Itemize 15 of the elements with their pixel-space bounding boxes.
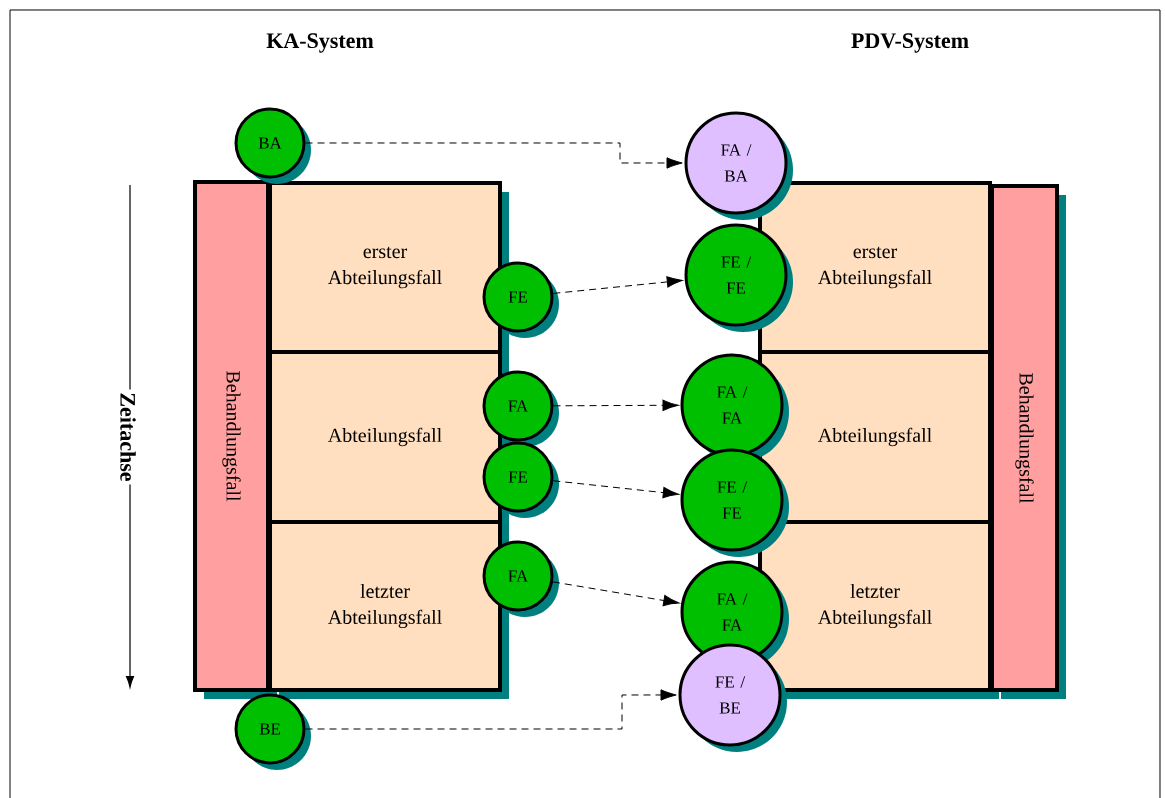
bar: Behandlungsfall [193, 180, 277, 699]
axis-label: Zeitachse [117, 389, 139, 485]
arrow [305, 689, 677, 730]
arrow [552, 581, 680, 607]
heading: KA-System [266, 33, 374, 53]
arrow [553, 399, 679, 411]
process-box: letzter Abteilungsfall [268, 520, 509, 699]
arrow [305, 142, 683, 169]
process-box: Abteilungsfall [268, 350, 509, 531]
heading: PDV-System [851, 33, 969, 53]
arrow [552, 480, 679, 499]
process-box: letzter Abteilungsfall [758, 520, 999, 699]
arrow [552, 276, 683, 294]
process-box: erster Abteilungsfall [268, 181, 509, 361]
bar: Behandlungsfall [990, 184, 1066, 699]
